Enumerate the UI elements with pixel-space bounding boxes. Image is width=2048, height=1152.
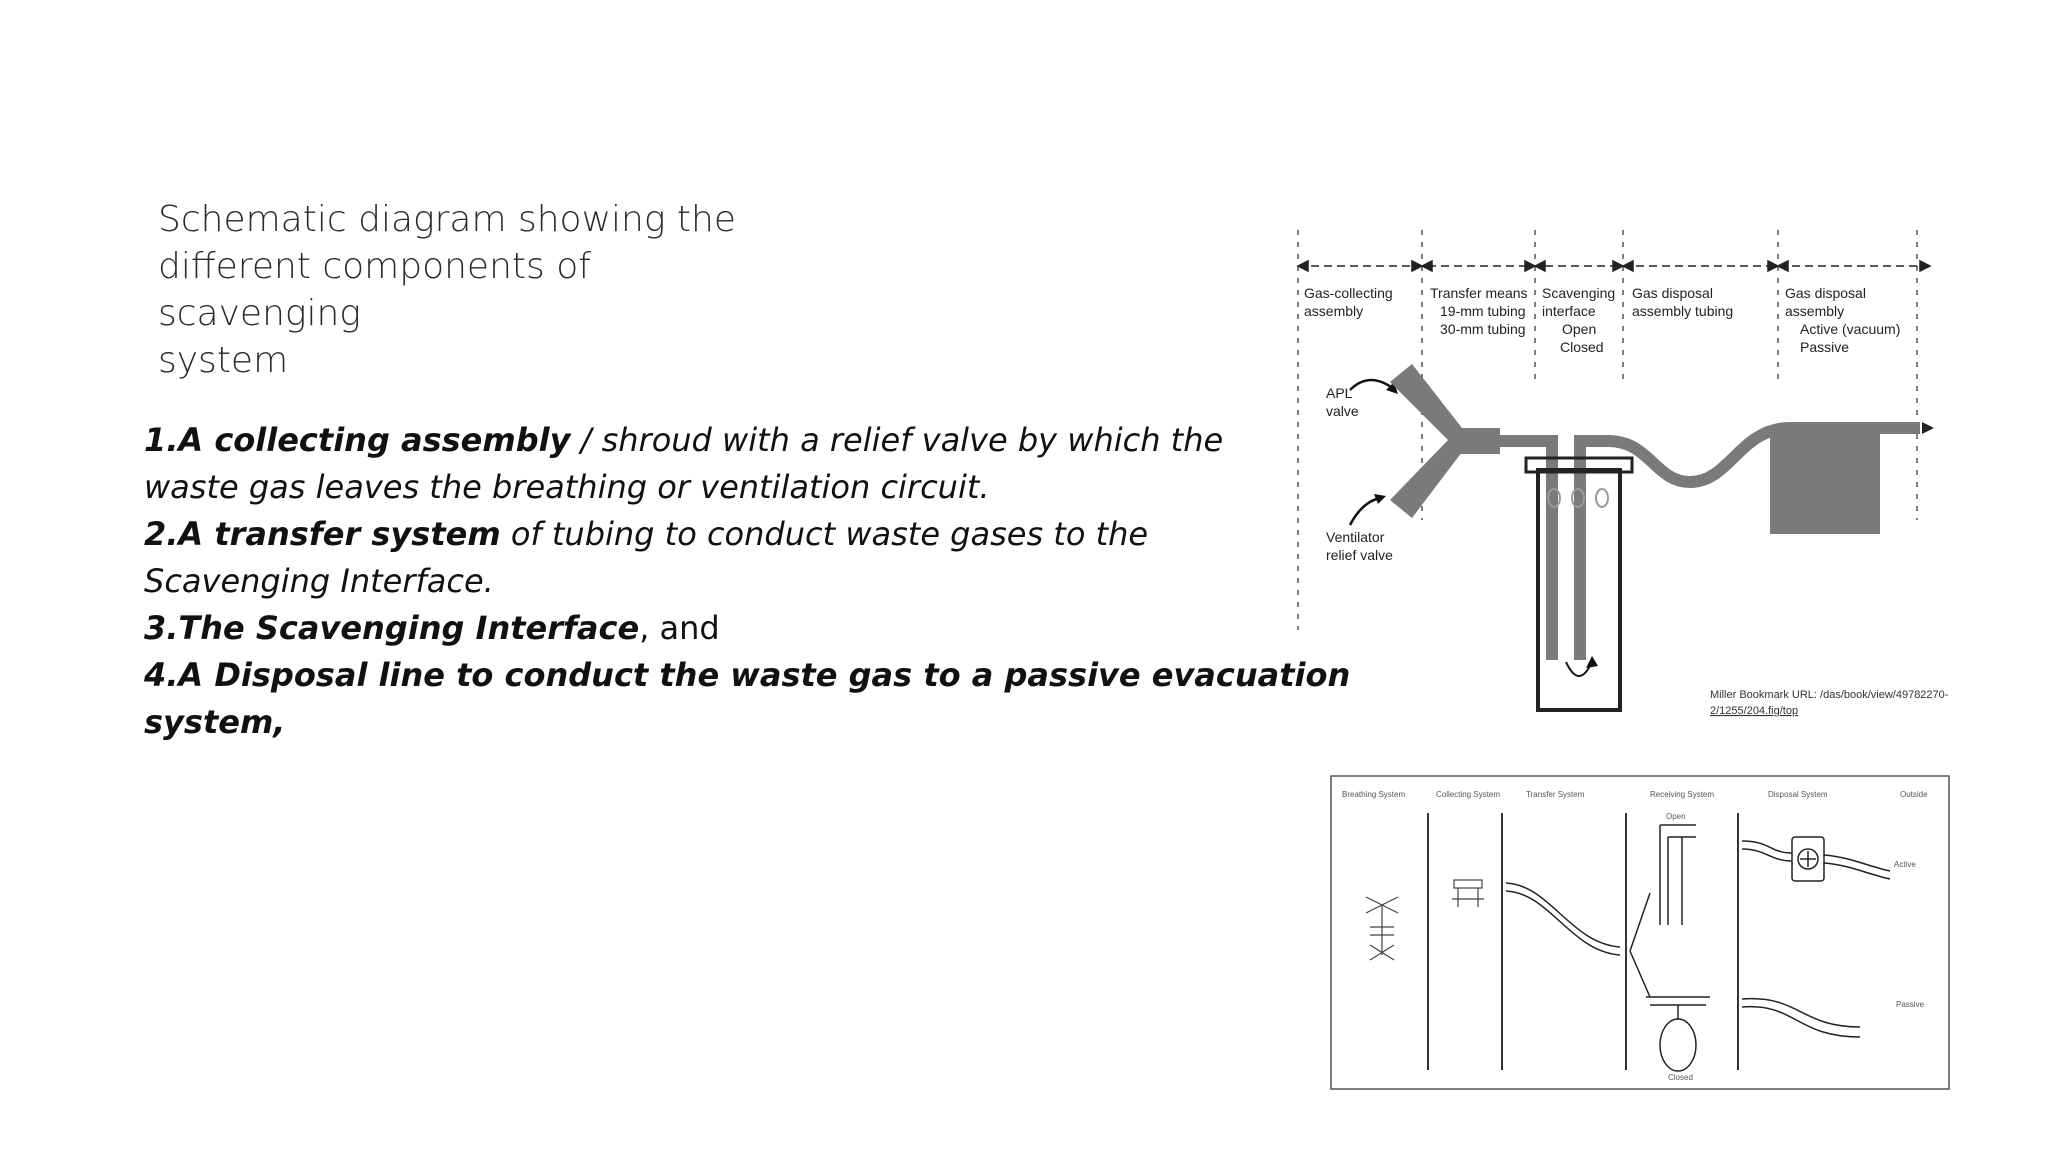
- interface-reservoir: [1536, 468, 1622, 712]
- section-2-label-line: 19-mm tubing: [1440, 303, 1526, 319]
- column-header: Outside: [1900, 790, 1928, 799]
- column-header: Receiving System: [1650, 790, 1714, 799]
- diagram-frame: [1330, 775, 1950, 1090]
- item-4-bold-a: 4.A Disposal line to conduct the waste g…: [144, 656, 1351, 694]
- components-list: 1.A collecting assembly / shroud with a …: [144, 417, 1350, 746]
- column-header: Transfer System: [1526, 790, 1585, 799]
- disposal-active-path: [1741, 836, 1891, 882]
- apl-label: valve: [1326, 403, 1359, 419]
- section-4-label-line: Gas disposal: [1632, 285, 1713, 301]
- item-3-text: , and: [639, 609, 720, 647]
- disposal-tube: [1607, 422, 1850, 489]
- vent-arrow: [1348, 496, 1381, 526]
- list-item-2-line-2: Scavenging Interface.: [144, 562, 494, 600]
- list-item-1-line-2: waste gas leaves the breathing or ventil…: [144, 468, 990, 506]
- flow-arrowhead: [1586, 656, 1598, 668]
- column-headers: Breathing System Collecting System Trans…: [1342, 790, 1928, 799]
- list-item-4-line-2: system,: [144, 699, 1224, 746]
- citation-line: Miller Bookmark URL: /das/book/view/4978…: [1710, 689, 1949, 701]
- vent-label: Ventilator: [1326, 529, 1385, 545]
- section-5-label-line: assembly: [1785, 303, 1844, 319]
- item-1-bold: 1.A collecting assembly: [144, 421, 571, 459]
- y-piece-collecting-assembly: [1390, 364, 1500, 518]
- transfer-tubing-curve: [1505, 882, 1621, 956]
- interface-cap: [1524, 456, 1634, 474]
- disposal-outlet: [1850, 422, 1920, 434]
- section-3-label-line: Scavenging: [1542, 285, 1615, 301]
- breathing-valve-glyph: [1365, 896, 1399, 961]
- section-4-label-line: assembly tubing: [1632, 303, 1733, 319]
- vent-label: relief valve: [1326, 547, 1393, 563]
- citation-line: 2/1255/204.fig/top: [1710, 705, 1798, 717]
- section-5-label-line: Gas disposal: [1785, 285, 1866, 301]
- passive-label: Passive: [1896, 1000, 1925, 1009]
- title-line: Schematic diagram showing the: [158, 199, 736, 240]
- slide-title: Schematic diagram showing the different …: [158, 196, 798, 384]
- item-2-text: of tubing to conduct waste gases to the: [500, 515, 1149, 553]
- transfer-tube: [1495, 435, 1558, 660]
- outlet-arrowhead: [1922, 422, 1934, 434]
- apl-label: APL: [1326, 385, 1353, 401]
- closed-label: Closed: [1668, 1073, 1693, 1082]
- section-2-label-line: 30-mm tubing: [1440, 321, 1526, 337]
- section-5-label-line: Active (vacuum): [1800, 321, 1900, 337]
- item-4-bold-b: system,: [144, 703, 286, 741]
- column-header: Collecting System: [1436, 790, 1500, 799]
- section-3-label-line: Open: [1562, 321, 1596, 337]
- scavenging-schematic-figure: Gas-collecting assembly Transfer means 1…: [1296, 230, 1949, 717]
- scavenging-system-diagram: Breathing System Collecting System Trans…: [1330, 775, 1950, 1090]
- list-item-3: 3.The Scavenging Interface, and: [144, 605, 1224, 652]
- collecting-glyph: [1452, 879, 1484, 907]
- disposal-passive-path: [1741, 997, 1861, 1038]
- section-2-label-line: Transfer means: [1430, 285, 1528, 301]
- disposal-assembly-block: [1770, 434, 1880, 534]
- section-1-label-line: assembly: [1304, 303, 1363, 319]
- list-item-2-line-1: 2.A transfer system of tubing to conduct…: [144, 511, 1224, 558]
- column-header: Disposal System: [1768, 790, 1828, 799]
- section-arrows: [1296, 259, 1932, 273]
- section-5-label-line: Passive: [1800, 339, 1849, 355]
- list-item-4-line-1: 4.A Disposal line to conduct the waste g…: [144, 652, 1350, 699]
- receiving-closed-bag: [1646, 996, 1710, 1072]
- interface-outlet-tube: [1574, 435, 1610, 660]
- title-line: system: [158, 340, 289, 381]
- section-3-label-line: interface: [1542, 303, 1596, 319]
- column-header: Breathing System: [1342, 790, 1405, 799]
- item-3-bold: 3.The Scavenging Interface: [144, 609, 640, 647]
- receiving-open-branch: [1629, 824, 1696, 998]
- section-labels: Gas-collecting assembly Transfer means 1…: [1304, 285, 1900, 355]
- section-1-label-line: Gas-collecting: [1304, 285, 1393, 301]
- section-3-label-line: Closed: [1560, 339, 1604, 355]
- relief-ports: [1547, 488, 1609, 508]
- item-2-bold: 2.A transfer system: [144, 515, 501, 553]
- title-line: different components of scavenging: [158, 246, 591, 334]
- open-label: Open: [1666, 812, 1686, 821]
- list-item-1-line-1: 1.A collecting assembly / shroud with a …: [144, 417, 1224, 464]
- column-separators: [1427, 813, 1739, 1070]
- active-label: Active: [1894, 860, 1916, 869]
- vent-arrowhead: [1374, 494, 1386, 504]
- item-1-text: / shroud with a relief valve by which th…: [570, 421, 1224, 459]
